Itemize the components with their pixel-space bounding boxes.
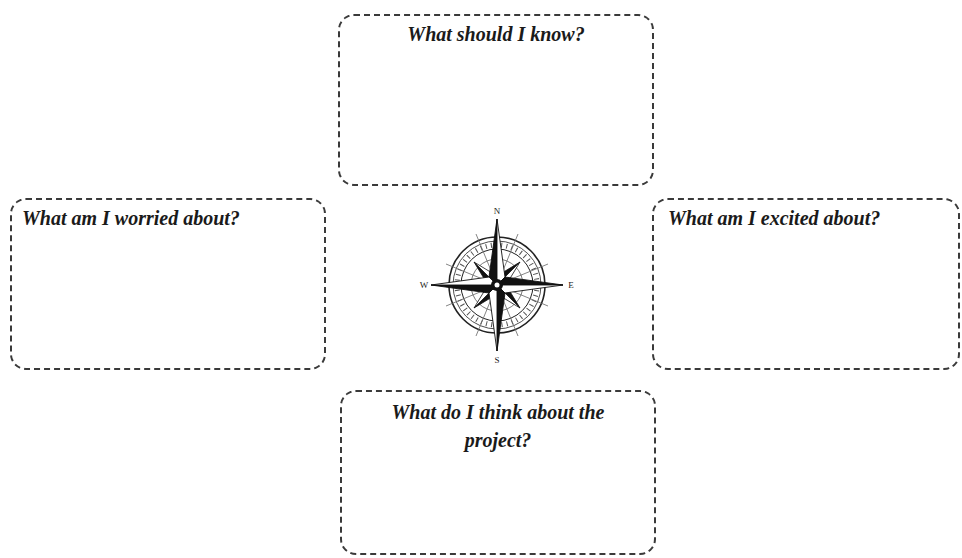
compass-main-points xyxy=(431,219,563,351)
prompt-heading: What am I worried about? xyxy=(22,204,240,232)
dashed-prompt-box: What should I know? xyxy=(338,14,654,186)
dashed-prompt-box: What am I worried about? xyxy=(10,198,326,370)
compass-letter: W xyxy=(420,280,429,290)
dashed-prompt-box: What am I excited about? xyxy=(652,198,960,370)
prompt-heading: What should I know? xyxy=(407,20,584,48)
prompt-heading: What am I excited about? xyxy=(668,204,880,232)
compass-hub xyxy=(491,279,503,291)
compass-letter: E xyxy=(568,280,574,290)
compass-letter: N xyxy=(494,206,501,216)
dashed-prompt-box: What do I think about the project? xyxy=(340,390,656,555)
compass-letter: S xyxy=(494,355,499,365)
prompt-heading: What do I think about the project? xyxy=(380,398,616,454)
